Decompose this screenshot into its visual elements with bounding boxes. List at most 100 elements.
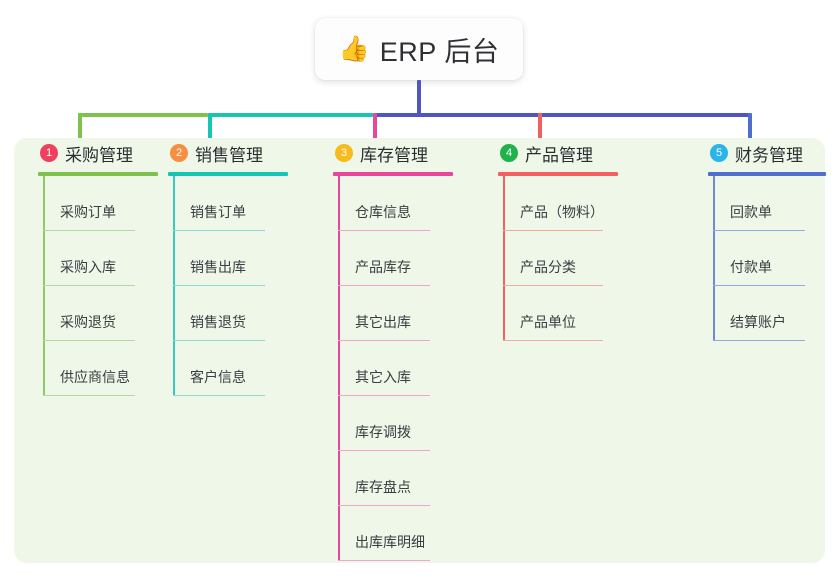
leaf-label: 销售订单 [190,204,246,220]
column-header-sales[interactable]: 2 销售管理 [168,138,288,168]
leaf-label: 回款单 [730,204,772,220]
leaf-label: 销售出库 [190,259,246,275]
leaf-label: 采购退货 [60,314,116,330]
column-underline [38,172,158,176]
number-badge-icon: 2 [170,144,188,162]
leaf-label: 供应商信息 [60,369,130,385]
leaf-list-finance: 回款单付款单结算账户 [708,176,826,341]
column-purchase: 1 采购管理采购订单采购入库采购退货供应商信息 [38,138,158,396]
root-title: ERP 后台 [379,36,500,67]
number-badge-icon: 1 [40,144,58,162]
leaf-underline [338,449,430,451]
column-title: 财务管理 [735,145,803,165]
leaf-list-purchase: 采购订单采购入库采购退货供应商信息 [38,176,158,396]
leaf-underline [338,229,430,231]
leaf-underline [713,229,805,231]
leaf-underline [503,229,603,231]
leaf-underline [173,284,265,286]
drop-product [538,113,542,148]
leaf-label: 产品单位 [520,314,576,330]
leaf-list-sales: 销售订单销售出库销售退货客户信息 [168,176,288,396]
column-title: 产品管理 [525,145,593,165]
segment-teal [208,113,373,117]
segment-green [78,113,208,117]
leaf-item[interactable]: 其它入库 [333,341,453,396]
thumbs-up-icon: 👍 [338,34,370,63]
leaf-label: 库存调拨 [355,424,411,440]
column-header-purchase[interactable]: 1 采购管理 [38,138,158,168]
leaf-item[interactable]: 销售订单 [168,176,288,231]
leaf-item[interactable]: 其它出库 [333,286,453,341]
column-sales: 2 销售管理销售订单销售出库销售退货客户信息 [168,138,288,396]
leaf-item[interactable]: 出库库明细 [333,506,453,561]
column-underline [168,172,288,176]
leaf-label: 客户信息 [190,369,246,385]
column-underline [333,172,453,176]
leaf-underline [338,284,430,286]
leaf-label: 仓库信息 [355,204,411,220]
root-stem [417,80,421,117]
leaf-label: 其它入库 [355,369,411,385]
leaf-item[interactable]: 客户信息 [168,341,288,396]
leaf-item[interactable]: 采购入库 [38,231,158,286]
leaf-label: 产品分类 [520,259,576,275]
drop-purchase [78,113,82,148]
leaf-item[interactable]: 产品（物料） [498,176,618,231]
column-underline [498,172,618,176]
leaf-item[interactable]: 结算账户 [708,286,826,341]
column-header-finance[interactable]: 5 财务管理 [708,138,826,168]
leaf-underline [713,284,805,286]
column-spine [173,176,175,396]
segment-indigo [373,113,750,117]
leaf-underline [338,394,430,396]
leaf-item[interactable]: 采购退货 [38,286,158,341]
leaf-underline [43,229,135,231]
leaf-item[interactable]: 产品库存 [333,231,453,286]
column-underline [708,172,826,176]
leaf-label: 采购订单 [60,204,116,220]
leaf-label: 产品（物料） [520,204,604,220]
column-finance: 5 财务管理回款单付款单结算账户 [708,138,826,341]
leaf-underline [338,339,430,341]
leaf-item[interactable]: 产品单位 [498,286,618,341]
leaf-label: 结算账户 [730,314,786,330]
column-spine [713,176,715,341]
column-spine [503,176,505,341]
leaf-item[interactable]: 产品分类 [498,231,618,286]
leaf-item[interactable]: 库存盘点 [333,451,453,506]
root-node[interactable]: 👍 ERP 后台 [315,18,523,80]
leaf-underline [173,394,265,396]
leaf-underline [43,284,135,286]
drop-sales [208,113,212,148]
leaf-label: 销售退货 [190,314,246,330]
number-badge-icon: 5 [710,144,728,162]
leaf-item[interactable]: 采购订单 [38,176,158,231]
leaf-label: 出库库明细 [355,534,425,550]
leaf-underline [713,339,805,341]
column-title: 采购管理 [65,145,133,165]
leaf-item[interactable]: 回款单 [708,176,826,231]
leaf-item[interactable]: 仓库信息 [333,176,453,231]
drop-finance [748,113,752,148]
leaf-label: 产品库存 [355,259,411,275]
column-header-product[interactable]: 4 产品管理 [498,138,618,168]
leaf-underline [173,229,265,231]
column-product: 4 产品管理产品（物料） 产品分类产品单位 [498,138,618,341]
leaf-item[interactable]: 供应商信息 [38,341,158,396]
number-badge-icon: 4 [500,144,518,162]
leaf-item[interactable]: 销售退货 [168,286,288,341]
leaf-item[interactable]: 库存调拨 [333,396,453,451]
leaf-item[interactable]: 付款单 [708,231,826,286]
drop-inventory [373,113,377,148]
leaf-item[interactable]: 销售出库 [168,231,288,286]
leaf-underline [43,339,135,341]
column-spine [43,176,45,396]
leaf-label: 采购入库 [60,259,116,275]
column-spine [338,176,340,561]
number-badge-icon: 3 [335,144,353,162]
leaf-underline [503,284,603,286]
column-title: 销售管理 [195,145,263,165]
leaf-list-product: 产品（物料） 产品分类产品单位 [498,176,618,341]
